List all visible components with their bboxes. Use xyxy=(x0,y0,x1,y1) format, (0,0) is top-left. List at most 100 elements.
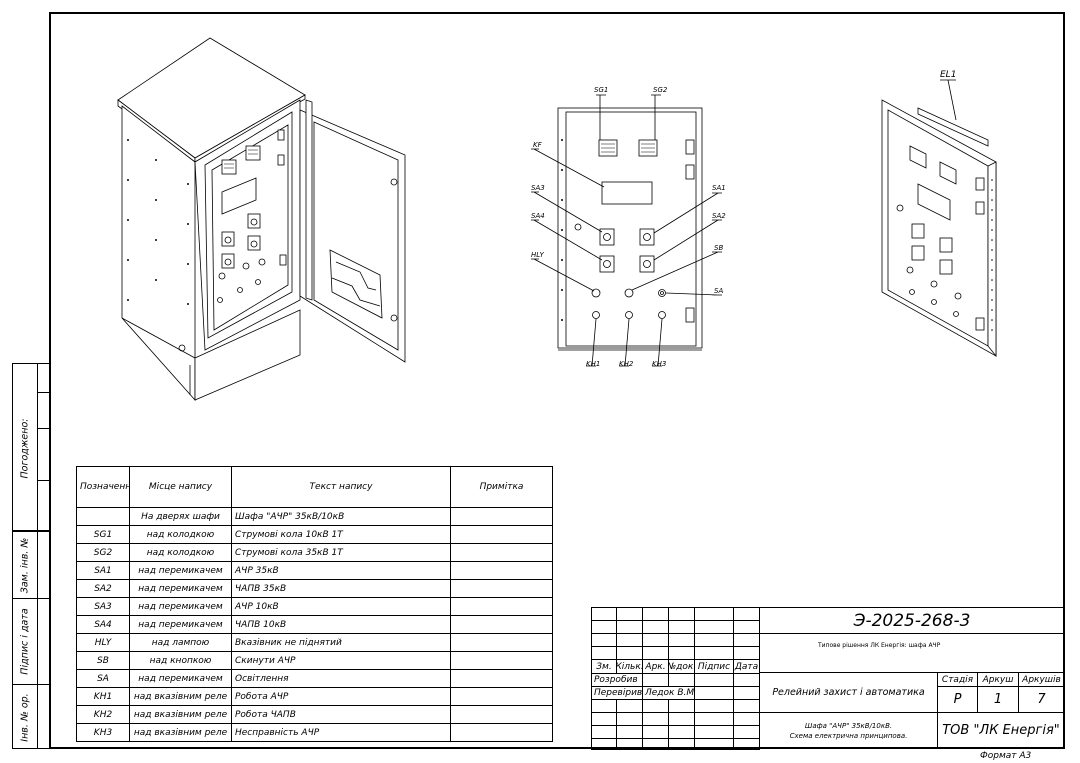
revision-cell xyxy=(616,633,643,647)
cell-designation: SG1 xyxy=(76,525,130,544)
cell-text: Освітлення xyxy=(231,669,451,688)
cell-location: над кнопкою xyxy=(129,651,232,670)
cell-designation: SG2 xyxy=(76,543,130,562)
revision-cell xyxy=(668,620,695,634)
revision-cell: №док. xyxy=(668,659,695,674)
cell-location: над вказівним реле xyxy=(129,705,232,724)
revision-cell xyxy=(642,646,669,660)
doc-code: Э-2025-268-3 xyxy=(759,607,1065,634)
cell-note xyxy=(450,597,553,616)
revision-cell xyxy=(694,673,734,687)
revision-cell xyxy=(642,673,669,687)
revision-cell xyxy=(694,686,734,700)
revision-cell xyxy=(668,712,695,726)
revision-cell xyxy=(733,646,760,660)
revision-cell xyxy=(591,607,617,621)
drawing-name-line2: Схема електрична принципова. xyxy=(789,731,908,740)
revision-cell xyxy=(694,607,734,621)
side-stamp-agreed: Погоджено: xyxy=(12,363,51,531)
cell-designation: SA xyxy=(76,669,130,688)
cell-designation: HLY xyxy=(76,633,130,652)
col-location: Місце напису xyxy=(129,466,232,508)
perspective-panel-view xyxy=(881,79,997,358)
label-sb: SB xyxy=(714,244,723,252)
cell-designation xyxy=(76,507,130,526)
revision-cell xyxy=(733,620,760,634)
revision-cell xyxy=(616,738,643,750)
cell-note xyxy=(450,525,553,544)
label-sa3: SA3 xyxy=(531,184,545,192)
revision-cell xyxy=(616,646,643,660)
revision-cell xyxy=(616,712,643,726)
doc-subtitle-cell: Типове рішення ЛК Енергія: шафа АЧР xyxy=(759,633,1065,673)
revision-cell xyxy=(642,620,669,634)
cell-text: Струмові кола 10кВ 1Т xyxy=(231,525,451,544)
cell-designation: SA1 xyxy=(76,561,130,580)
revision-cell xyxy=(694,712,734,726)
revision-cell xyxy=(591,699,617,713)
revision-cell xyxy=(591,620,617,634)
cell-text: АЧР 35кВ xyxy=(231,561,451,580)
cell-location: над лампою xyxy=(129,633,232,652)
project-title-cell: Релейний захист і автоматика xyxy=(759,672,938,713)
company-name: ТОВ "ЛК Енергія" xyxy=(942,723,1060,738)
label-hly: HLY xyxy=(531,251,544,259)
cell-location: над перемикачем xyxy=(129,561,232,580)
drawing-name-line1: Шафа "АЧР" 35кВ/10кВ. xyxy=(804,721,893,730)
cell-location: над перемикачем xyxy=(129,669,232,688)
cell-note xyxy=(450,615,553,634)
revision-cell xyxy=(733,725,760,739)
revision-cell xyxy=(668,738,695,750)
cell-location: над колодкою xyxy=(129,525,232,544)
cell-note xyxy=(450,705,553,724)
inscriptions-table: Позначення Місце напису Текст напису При… xyxy=(76,466,553,742)
cell-location: над перемикачем xyxy=(129,597,232,616)
doc-subtitle: Типове рішення ЛК Енергія: шафа АЧР xyxy=(818,642,941,649)
revision-cell xyxy=(733,738,760,750)
developed-label: Розробив xyxy=(591,673,643,687)
label-kh2: KH2 xyxy=(619,360,634,368)
sheet-value-cell: 1 xyxy=(977,686,1019,713)
front-view-panel xyxy=(531,94,722,367)
project-title: Релейний захист і автоматика xyxy=(772,687,925,698)
cell-text: Несправність АЧР xyxy=(231,723,451,742)
revision-cell xyxy=(642,738,669,750)
cell-note xyxy=(450,561,553,580)
revision-cell xyxy=(591,633,617,647)
cell-note xyxy=(450,723,553,742)
revision-cell xyxy=(733,673,760,687)
sheets-label-cell: Аркушів xyxy=(1018,672,1065,687)
side-stamp-signatures: Зам. інв. № Підпис і дата Інв. № ор. xyxy=(12,531,51,749)
cell-location: над вказівним реле xyxy=(129,723,232,742)
revision-cell xyxy=(694,633,734,647)
cell-location: над перемикачем xyxy=(129,579,232,598)
revision-cell xyxy=(694,699,734,713)
revision-cell xyxy=(642,607,669,621)
cell-text: ЧАПВ 35кВ xyxy=(231,579,451,598)
cell-note xyxy=(450,543,553,562)
revision-cell xyxy=(591,646,617,660)
sheets-value-cell: 7 xyxy=(1018,686,1065,713)
revision-cell: Кільк. xyxy=(616,659,643,674)
label-sa2: SA2 xyxy=(712,212,726,220)
revision-cell xyxy=(733,686,760,700)
cell-location: над перемикачем xyxy=(129,615,232,634)
isometric-cabinet-view xyxy=(117,37,406,402)
revision-cell xyxy=(668,699,695,713)
format-label: Формат А3 xyxy=(980,751,1032,761)
cell-designation: KH3 xyxy=(76,723,130,742)
label-kh1: KH1 xyxy=(586,360,600,368)
cell-note xyxy=(450,687,553,706)
revision-cell: Зм. xyxy=(591,659,617,674)
